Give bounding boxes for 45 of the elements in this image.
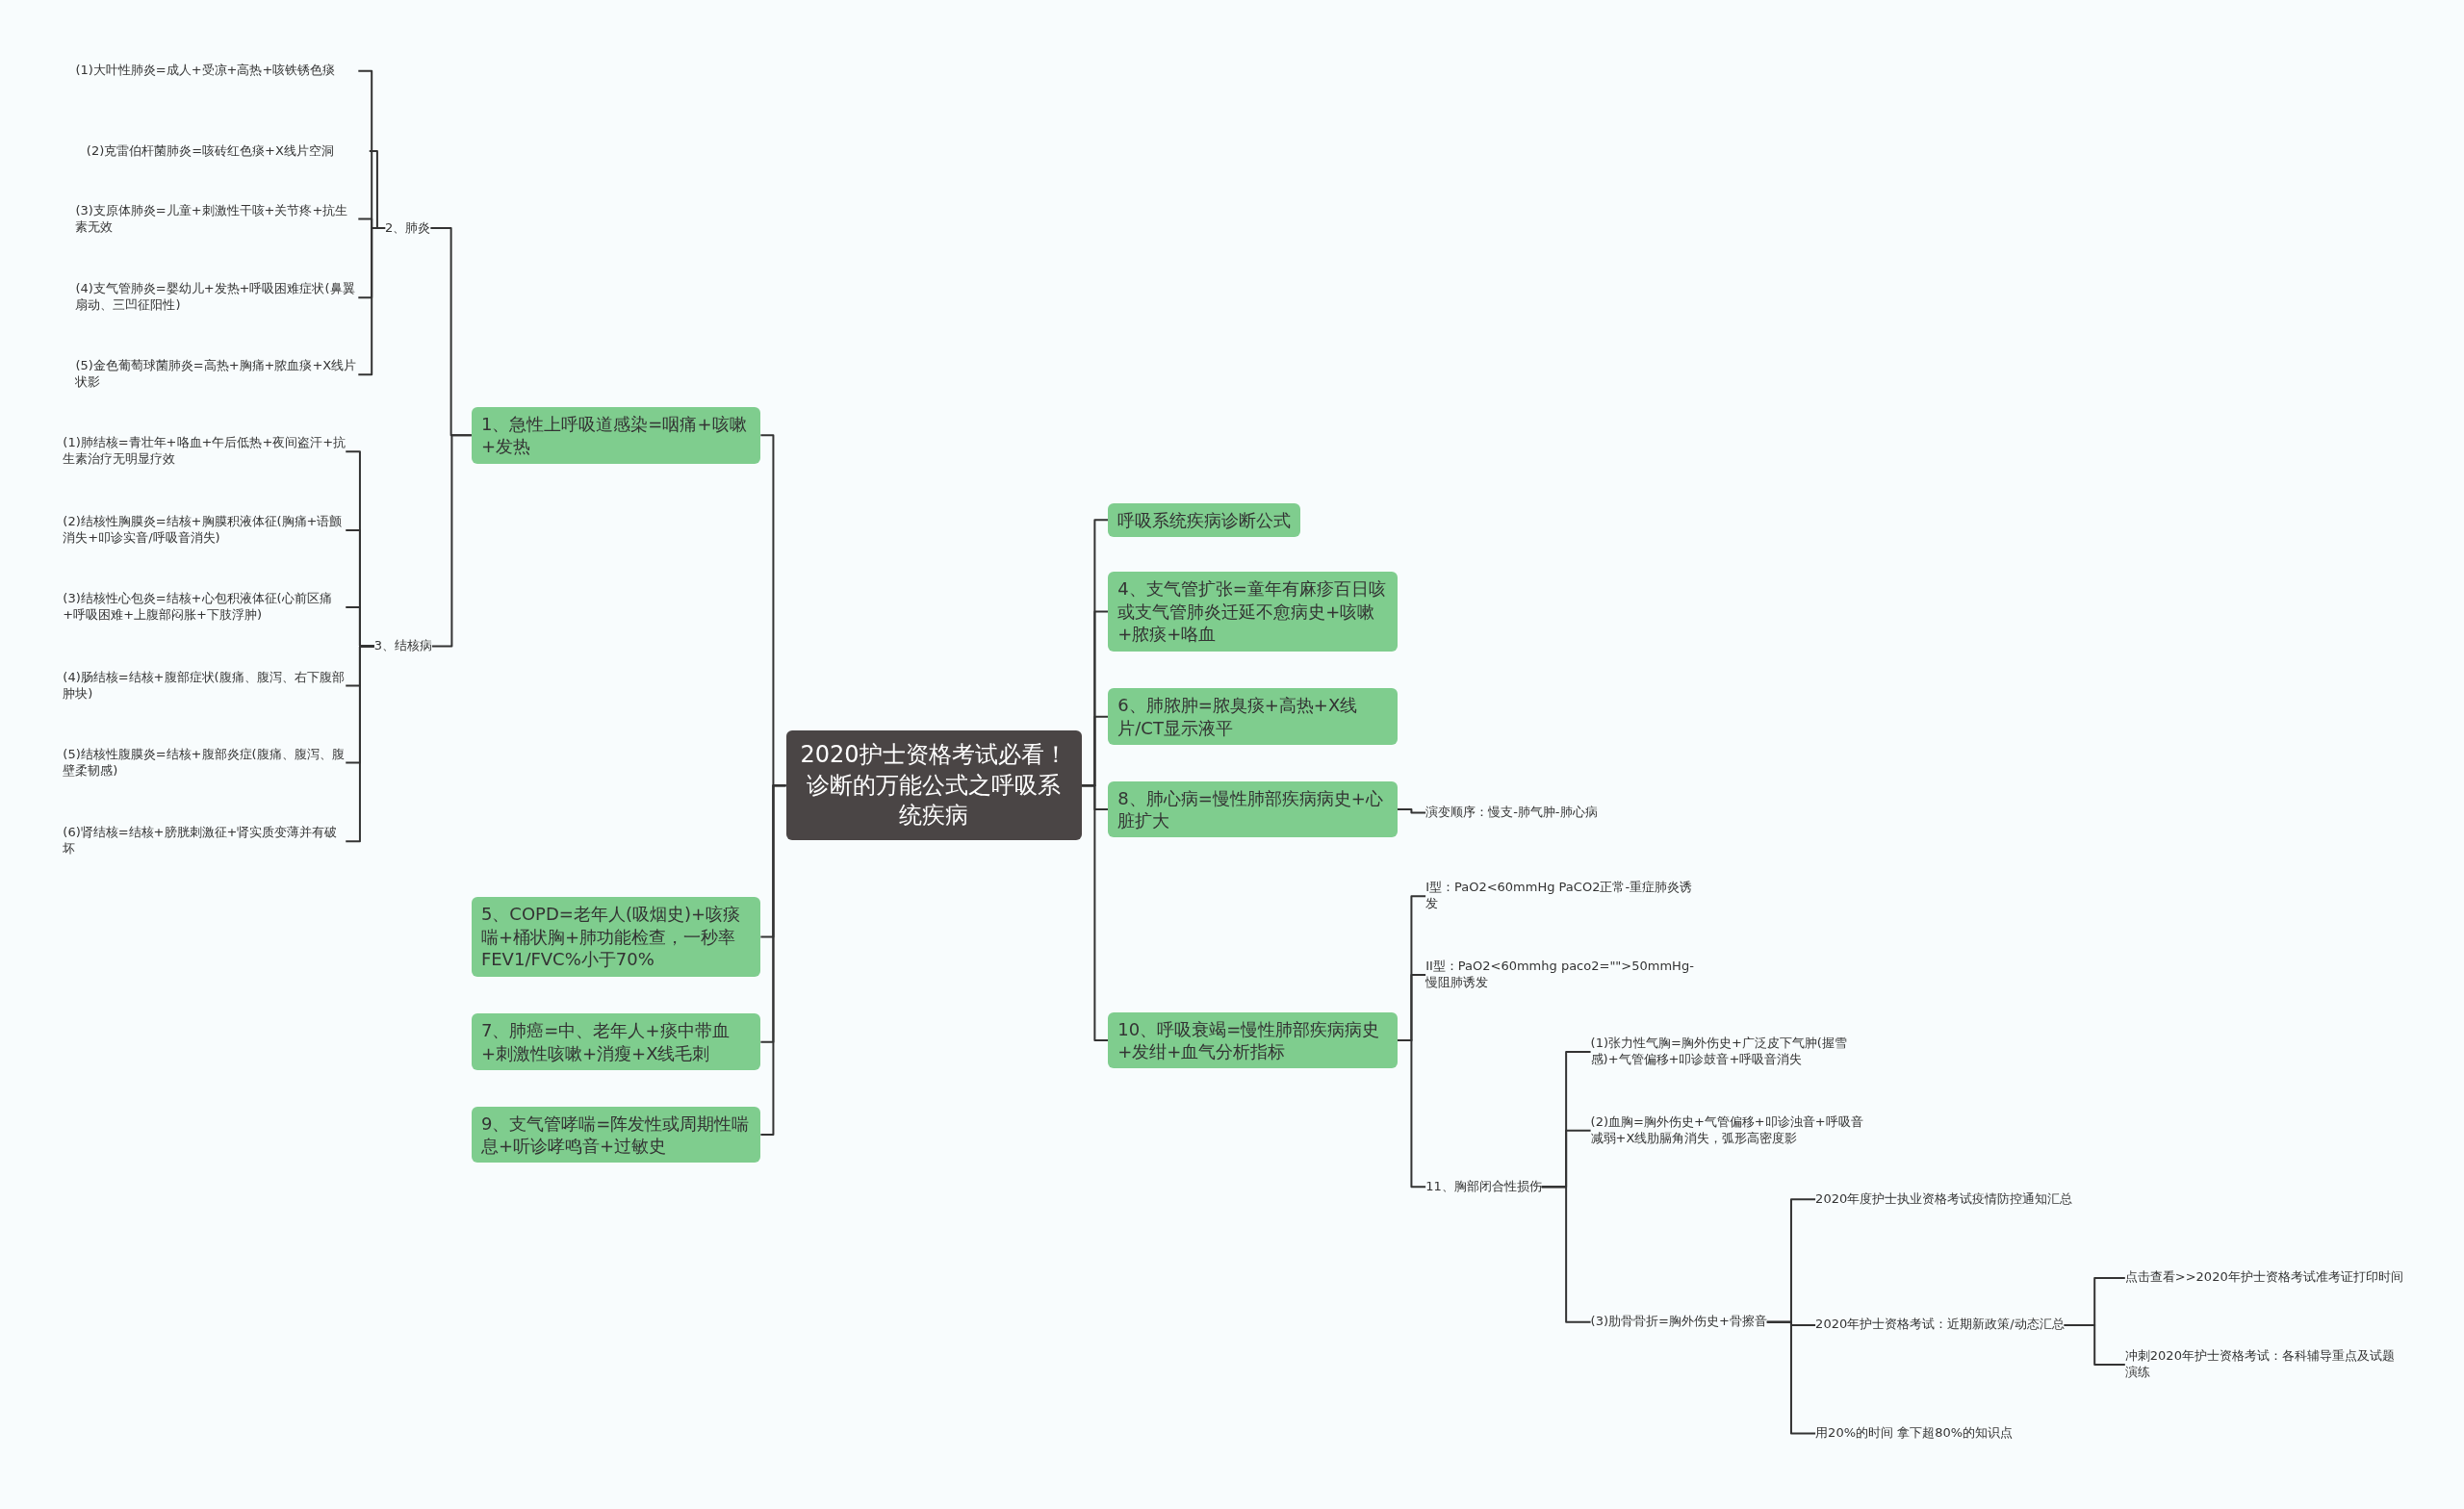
topic-text: (3)肋骨骨折=胸外伤史+骨擦音 [1590,1314,1767,1331]
topic-text: (2)结核性胸膜炎=结核+胸膜积液体征(胸痛+语颤消失+叩诊实音/呼吸音消失) [63,514,346,547]
topic-text: II型：PaO2<60mmhg paco2="">50mmHg-慢阻肺诱发 [1425,959,1701,991]
connector-line [1080,784,1110,1042]
topic-box: 6、肺脓肿=脓臭痰+高热+X线片/CT显示液平 [1108,688,1398,746]
connector-line [1396,808,1427,814]
central-topic-box: 2020护士资格考试必看！诊断的万能公式之呼吸系统疾病 [785,730,1082,840]
connector-line [357,227,387,376]
topic-text: (3)支原体肺炎=儿童+刺激性干咳+关节疼+抗生素无效 [75,202,359,236]
topic-text: (4)支气管肺炎=婴幼儿+发热+呼吸困难症状(鼻翼扇动、三凹征阳性) [75,281,359,315]
topic-text: (2)血胸=胸外伤史+气管偏移+叩诊浊音+呼吸音减弱+X线肋膈角消失，弧形高密度影 [1590,1113,1866,1147]
topic-text: 11、胸部闭合性损伤 [1425,1178,1542,1195]
connector-line [430,434,473,648]
topic-text: (5)结核性腹膜炎=结核+腹部炎症(腹痛、腹泻、腹壁柔韧感) [63,746,346,780]
connector-line [345,645,375,843]
connector-line [2063,1323,2126,1366]
topic-text: (3)结核性心包炎=结核+心包积液体征(心前区痛+呼吸困难+上腹部闷胀+下肢浮肿) [63,591,346,624]
topic-text: (5)金色葡萄球菌肺炎=高热+胸痛+脓血痰+X线片状影 [75,358,359,392]
connector-line [759,784,787,1136]
topic-text: (2)克雷伯杆菌肺炎=咳砖红色痰+X线片空洞 [86,142,370,160]
connector-line [1396,1039,1427,1189]
topic-box: 7、肺癌=中、老年人+痰中带血+刺激性咳嗽+消瘦+X线毛刺 [471,1013,761,1071]
topic-text: I型：PaO2<60mmHg PaCO2正常-重症肺炎诱发 [1425,880,1701,913]
topic-text: (1)张力性气胸=胸外伤史+广泛皮下气肿(握雪感)+气管偏移+叩诊鼓音+呼吸音消失 [1590,1036,1866,1068]
topic-box: 5、COPD=老年人(吸烟史)+咳痰喘+桶状胸+肺功能检查，一秒率FEV1/FVC%小于70% [471,897,761,977]
connector-line [1765,1320,1817,1435]
topic-box: 4、支气管扩张=童年有麻疹百日咳或支气管肺炎迁延不愈病史+咳嗽+脓痰+咯血 [1108,572,1398,652]
topic-text: (1)大叶性肺炎=成人+受凉+高热+咳铁锈色痰 [75,63,359,80]
topic-box: 9、支气管哮喘=阵发性或周期性喘息+听诊哮鸣音+过敏史 [471,1106,761,1164]
topic-box: 8、肺心病=慢性肺部疾病病史+心脏扩大 [1108,780,1398,838]
connector-line [1540,1186,1592,1323]
topic-text: 点击查看>>2020年护士资格考试准考证打印时间 [2124,1269,2405,1287]
topic-text: (1)肺结核=青壮年+咯血+午后低热+夜间盗汗+抗生素治疗无明显疗效 [63,435,346,469]
topic-text: (6)肾结核=结核+膀胱刺激征+肾实质变薄并有破坏 [63,825,346,858]
topic-text: 2020年度护士执业资格考试疫情防控通知汇总 [1815,1190,2091,1208]
topic-box: 1、急性上呼吸道感染=咽痛+咳嗽+发热 [471,406,761,464]
topic-text: 2、肺炎 [385,219,431,237]
topic-text: (4)肠结核=结核+腹部症状(腹痛、腹泻、右下腹部肿块) [63,669,346,703]
topic-text: 演变顺序：慢支-肺气肿-肺心病 [1425,805,1598,821]
topic-text: 3、结核病 [373,638,432,654]
topic-box: 呼吸系统疾病诊断公式 [1108,502,1301,537]
topic-text: 冲刺2020年护士资格考试：各科辅导重点及试题演练 [2124,1348,2400,1381]
topic-text: 2020年护士资格考试：近期新政策/动态汇总 [1815,1317,2065,1334]
topic-box: 10、呼吸衰竭=慢性肺部疾病病史+发绀+血气分析指标 [1108,1011,1398,1069]
topic-text: 用20%的时间 拿下超80%的知识点 [1815,1425,2014,1442]
